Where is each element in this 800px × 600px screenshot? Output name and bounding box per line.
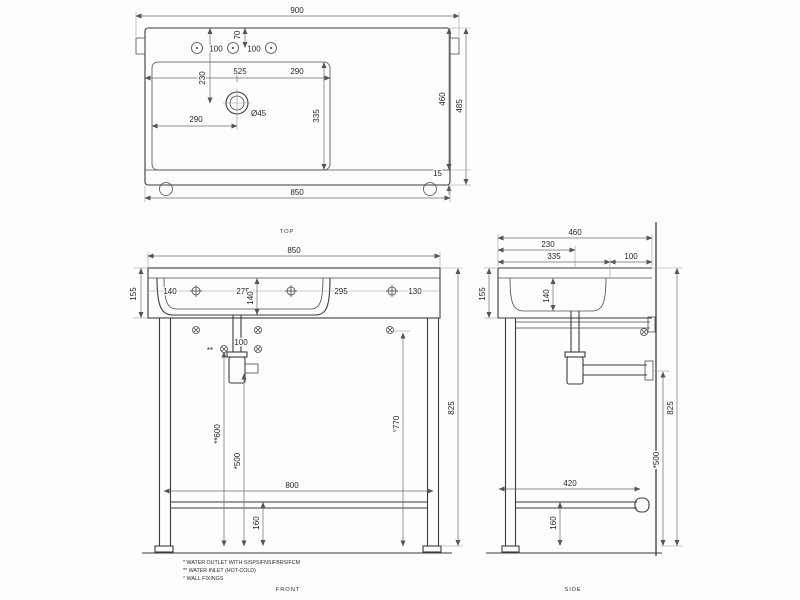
dim-900: 900 [290, 6, 304, 15]
dim-160-front: 160 [252, 516, 261, 530]
outlet-wall-flange [644, 360, 654, 381]
dim-130: 130 [408, 287, 422, 296]
faucet-hole [227, 42, 239, 54]
wall-fixing-marks [192, 326, 394, 334]
dim-800: 800 [285, 481, 299, 490]
dim-155-side: 155 [478, 287, 487, 301]
dim-295: 295 [334, 287, 348, 296]
bowl-outline-top [151, 61, 331, 171]
note-water-inlet: ** WATER INLET (HOT-COLD) [183, 568, 256, 574]
note-water-outlet: * WATER OUTLET WITH SISPSIFNSIFBRSIFCM [183, 560, 300, 566]
top-view-label: TOP [280, 229, 295, 235]
bowl-outline-side [509, 277, 607, 312]
inlet-marker: ** [207, 346, 213, 355]
side-view-geometry [486, 222, 662, 556]
left-bracket [135, 37, 146, 55]
dim-500-side: *500 [652, 451, 661, 468]
dim-770: °770 [392, 415, 401, 432]
dim-70: 70 [233, 30, 242, 39]
apron-holes [190, 285, 398, 297]
front-view-texts: 850 155 140 275 295 130 140 ** 100 **600… [128, 245, 458, 593]
front-view-label: FRONT [276, 587, 300, 593]
note-wall-fixings: ° WALL FIXINGS [183, 576, 224, 582]
dim-100-side: 100 [624, 252, 638, 261]
dim-525: 525 [233, 67, 247, 76]
dim-140-holes: 140 [163, 287, 177, 296]
top-view-geometry [135, 27, 460, 196]
side-foot [501, 545, 520, 553]
dim-850: 850 [290, 188, 304, 197]
dim-275: 275 [236, 287, 250, 296]
top-view: 900 70 100 100 230 525 290 Ø45 290 335 4… [135, 5, 471, 235]
dim-155-front: 155 [129, 287, 138, 301]
dim-460-side: 460 [568, 228, 582, 237]
dim-230: 230 [198, 71, 207, 85]
dim-drain-diameter: Ø45 [251, 109, 267, 118]
front-view-geometry [142, 267, 452, 554]
wall-fixing-mark-side [640, 328, 648, 336]
side-view-dimension-lines [484, 234, 683, 547]
left-foot [154, 545, 174, 553]
front-view: 850 155 140 275 295 130 140 ** 100 **600… [128, 245, 463, 593]
dim-230-side: 230 [541, 240, 555, 249]
siphon-trap-front [226, 315, 259, 384]
dim-100-inlets: 100 [234, 338, 248, 347]
bowl-outline-front [156, 277, 331, 316]
side-view-texts: 460 230 335 100 155 140 *500 825 420 160… [477, 227, 677, 593]
basin-outline-top [144, 27, 451, 186]
dim-335-side: 335 [547, 252, 561, 261]
right-bracket [449, 37, 460, 55]
dim-160-side: 160 [549, 516, 558, 530]
top-view-texts: 900 70 100 100 230 525 290 Ø45 290 335 4… [188, 5, 465, 235]
dim-600: **600 [213, 424, 222, 444]
right-foot [422, 545, 442, 553]
dim-290-left: 290 [189, 115, 203, 124]
dim-420: 420 [563, 479, 577, 488]
dim-500-front: *500 [233, 452, 242, 469]
dim-140-bowl-front: 140 [246, 291, 255, 305]
top-view-dimension-lines [135, 12, 471, 202]
siphon-trap-side [564, 311, 654, 385]
dim-460: 460 [438, 92, 447, 106]
ceramic-front-outline [147, 267, 441, 319]
side-view: 460 230 335 100 155 140 *500 825 420 160… [477, 222, 683, 593]
front-view-dimension-lines [133, 252, 463, 547]
rail-wall-cap [634, 497, 650, 513]
dim-100-left: 100 [209, 45, 223, 54]
dim-100-right: 100 [247, 45, 261, 54]
dim-290-upper: 290 [290, 67, 304, 76]
faucet-hole [265, 42, 277, 54]
dim-825-front: 825 [447, 401, 456, 415]
dim-15: 15 [433, 169, 442, 178]
wall-bracket [647, 316, 656, 333]
faucet-hole [191, 42, 203, 54]
side-view-label: SIDE [564, 587, 581, 593]
notes: * WATER OUTLET WITH SISPSIFNSIFBRSIFCM *… [183, 560, 300, 582]
dim-335: 335 [312, 109, 321, 123]
dim-825-side: 825 [666, 401, 675, 415]
dim-140-side: 140 [542, 289, 551, 303]
dim-485: 485 [455, 99, 464, 113]
dim-850-front: 850 [287, 246, 301, 255]
